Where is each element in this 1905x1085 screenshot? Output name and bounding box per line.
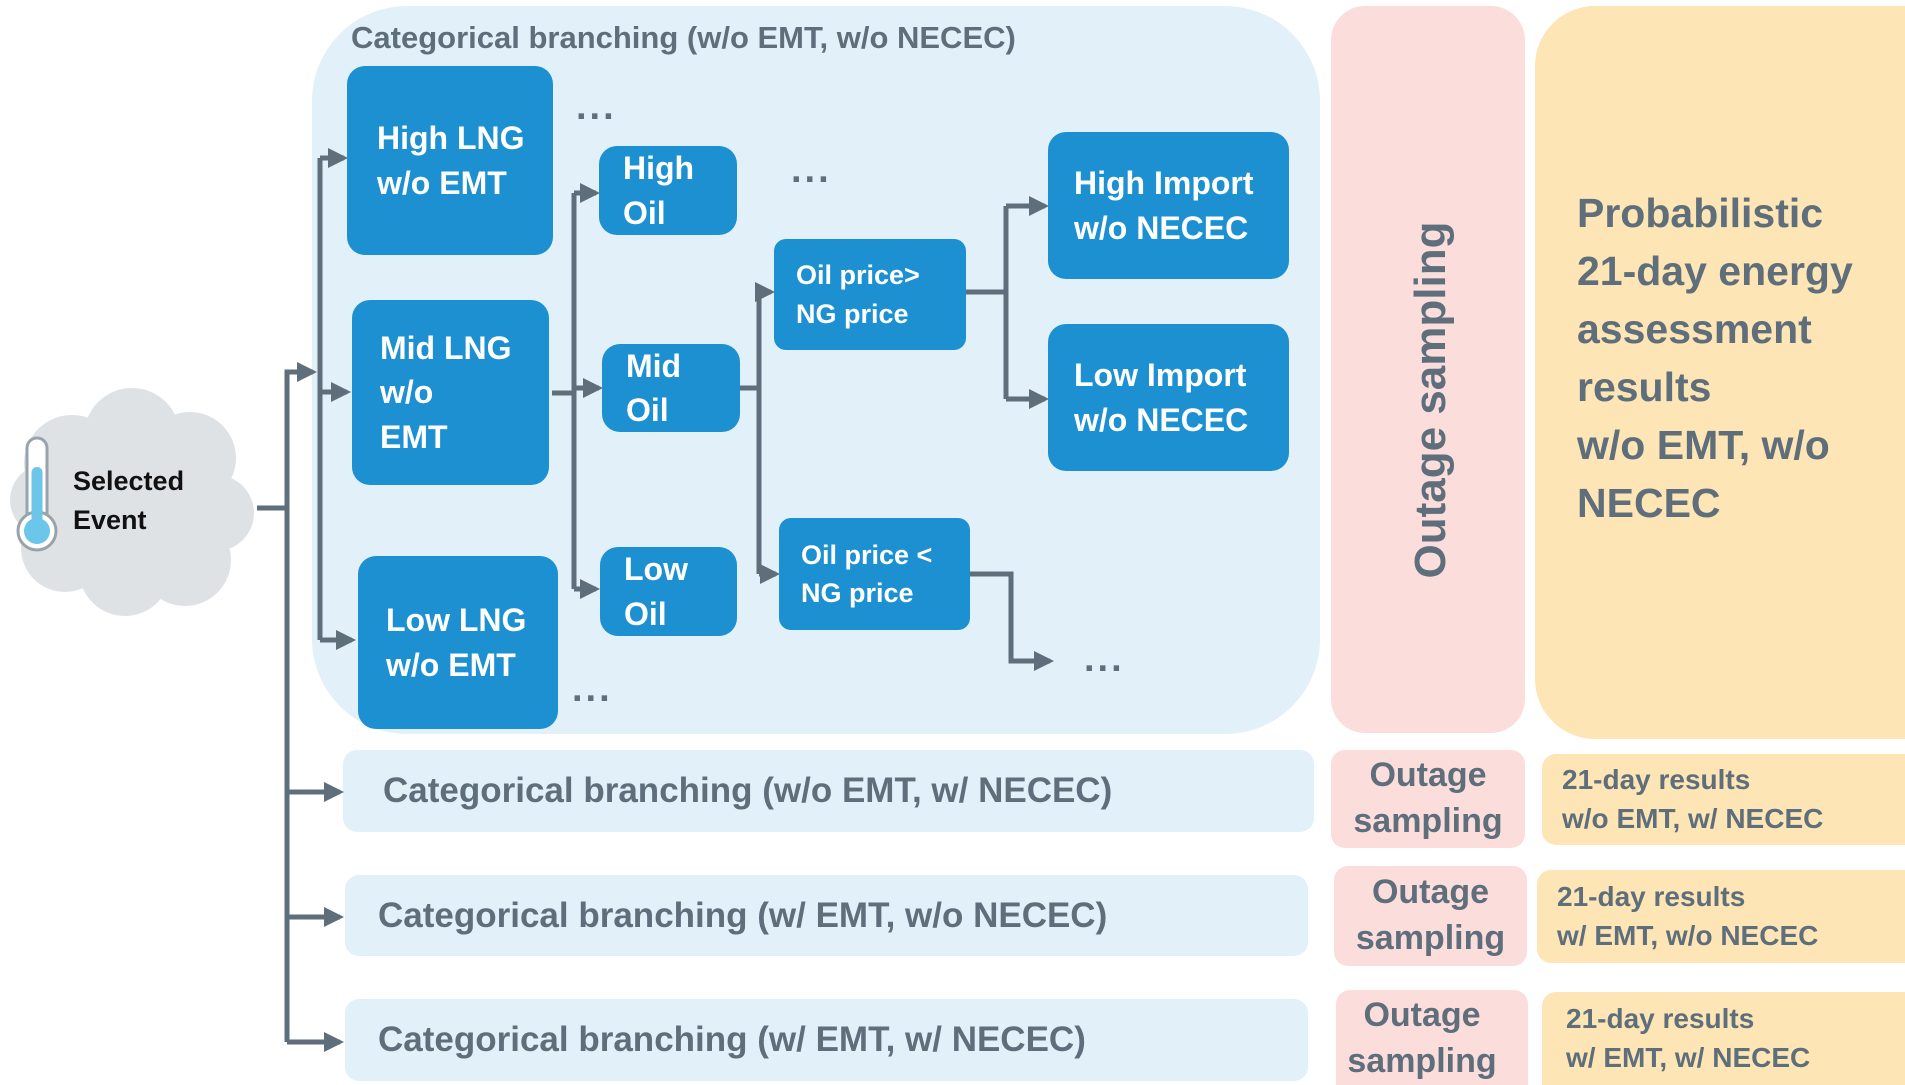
result-main-label: Probabilistic 21-day energy assessment r… bbox=[1577, 190, 1853, 526]
branching-row-1 bbox=[343, 750, 1314, 832]
result-row-3-label: 21-day results w/ EMT, w/ NECEC bbox=[1566, 1002, 1811, 1073]
arrow-price-lt-out bbox=[969, 571, 1054, 671]
branching-row-3 bbox=[345, 999, 1308, 1081]
node-low-lng: Low LNG w/o EMT bbox=[358, 556, 558, 729]
result-row-2 bbox=[1537, 870, 1905, 963]
node-oil-price-less: Oil price < NG price bbox=[779, 518, 970, 630]
node-low-oil: Low Oil bbox=[600, 547, 737, 636]
outage-row-2 bbox=[1334, 866, 1527, 966]
result-row-2-label: 21-day results w/ EMT, w/o NECEC bbox=[1557, 880, 1819, 951]
branching-row-2-label: Categorical branching (w/ EMT, w/o NECEC… bbox=[378, 895, 1108, 935]
arrow-main-branch bbox=[284, 362, 317, 508]
outage-row-1-label: Outage sampling bbox=[1353, 756, 1503, 840]
node-mid-lng: Mid LNG w/o EMT bbox=[352, 300, 549, 485]
branching-row-1-label: Categorical branching (w/o EMT, w/ NECEC… bbox=[383, 771, 1113, 810]
thermometer-icon bbox=[16, 436, 58, 552]
outage-sampling-main bbox=[1331, 6, 1525, 733]
branching-row-2 bbox=[345, 875, 1308, 956]
event-trunk-line bbox=[257, 505, 290, 1042]
ellipsis-price-lt: ... bbox=[1084, 638, 1125, 680]
node-oil-price-greater: Oil price> NG price bbox=[774, 239, 966, 350]
outage-row-1 bbox=[1331, 750, 1525, 848]
result-row-1 bbox=[1542, 754, 1905, 845]
ellipsis-top-lng: ... bbox=[576, 86, 617, 128]
outage-row-3-label: Outage sampling bbox=[1347, 995, 1497, 1080]
result-main bbox=[1535, 6, 1905, 739]
branching-panel-title: Categorical branching (w/o EMT, w/o NECE… bbox=[351, 20, 1016, 55]
node-mid-oil: Mid Oil bbox=[602, 344, 740, 432]
result-row-1-label: 21-day results w/o EMT, w/ NECEC bbox=[1562, 763, 1824, 834]
outage-row-3 bbox=[1336, 990, 1528, 1085]
ellipsis-top-oil: ... bbox=[791, 149, 832, 191]
branching-row-3-label: Categorical branching (w/ EMT, w/ NECEC) bbox=[378, 1020, 1086, 1059]
result-row-3 bbox=[1542, 992, 1905, 1085]
node-low-import: Low Import w/o NECEC bbox=[1048, 324, 1289, 471]
ellipsis-bottom-lng: ... bbox=[572, 668, 613, 710]
node-high-lng: High LNG w/o EMT bbox=[347, 66, 553, 255]
node-high-oil: High Oil bbox=[599, 146, 737, 235]
node-high-import: High Import w/o NECEC bbox=[1048, 132, 1289, 279]
outage-row-2-label: Outage sampling bbox=[1355, 873, 1506, 957]
event-label: Selected Event bbox=[73, 466, 185, 535]
